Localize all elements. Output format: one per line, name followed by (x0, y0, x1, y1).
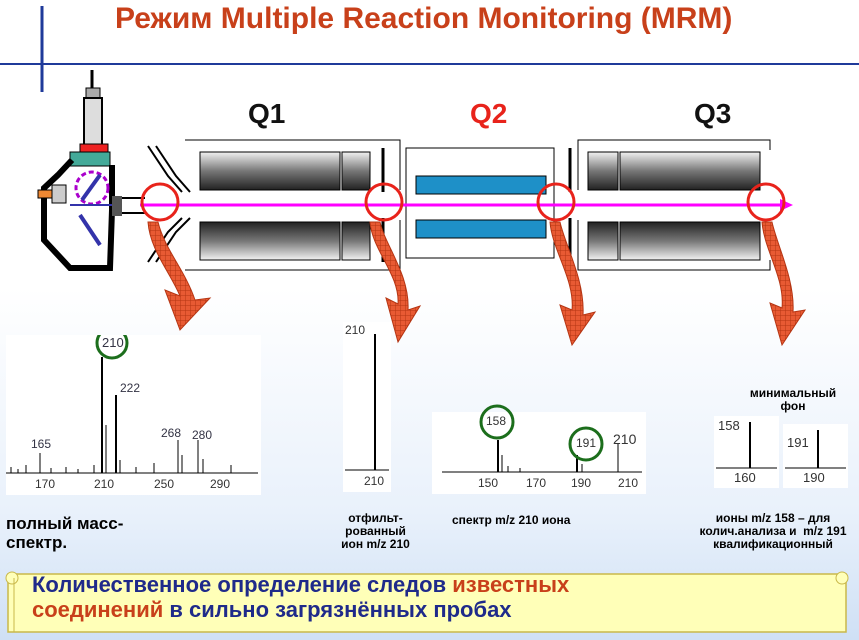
tick-290: 290 (210, 477, 231, 491)
peak-268: 268 (161, 426, 182, 440)
q2-label: Q2 (470, 98, 508, 129)
filtered-ion-label: отфильт- рованный ион m/z 210 (341, 511, 410, 551)
q3-rods (577, 139, 771, 271)
highlight-circles (140, 182, 786, 222)
full-spectrum-chart (6, 335, 258, 474)
summary-text: Количественное определение следов извест… (32, 572, 569, 622)
peak-165: 165 (31, 437, 52, 451)
product-tick-150: 150 (478, 476, 499, 490)
tick-210: 210 (94, 477, 115, 491)
mrm-channel-191 (783, 424, 848, 488)
mrm-peak-191: 191 (787, 435, 809, 450)
tick-250: 250 (154, 477, 175, 491)
summary-line1-b: известных (452, 572, 570, 597)
ion-source-icon (37, 70, 145, 271)
mrm-tick-160: 160 (734, 470, 756, 485)
product-peak-158: 158 (486, 414, 507, 428)
product-spectrum-panel (432, 412, 646, 494)
full-spectrum-panel (6, 335, 261, 495)
mrm-instrument-diagram (37, 70, 807, 347)
summary-line2-b: в сильно загрязнённых пробах (163, 597, 512, 622)
q1-label: Q1 (248, 98, 286, 129)
peak-210: 210 (102, 335, 124, 350)
filtered-peak-210: 210 (345, 323, 366, 337)
mrm-ions-label: ионы m/z 158 – для колич.анализа и m/z 1… (699, 512, 847, 551)
peak-280: 280 (192, 428, 213, 442)
mrm-tick-190: 190 (803, 470, 825, 485)
summary-line1-a: Количественное определение следов (32, 572, 453, 597)
filtered-spectrum-chart (345, 334, 389, 471)
mrm-channel-158 (714, 416, 779, 488)
summary-line2-a: соединений (32, 597, 164, 622)
q1-rods (185, 139, 401, 271)
product-spectrum-chart (442, 404, 642, 473)
product-tick-190: 190 (571, 476, 592, 490)
peak-222: 222 (120, 381, 141, 395)
full-spectrum-label: полный масс- спектр. (6, 514, 124, 552)
product-spectrum-label: спектр m/z 210 иона (452, 513, 571, 527)
filtered-tick-210: 210 (364, 474, 385, 488)
curved-arrows (147, 221, 807, 347)
page-title: Режим Multiple Reaction Monitoring (MRM) (115, 2, 733, 35)
min-background-label: минимальный фон (749, 386, 837, 413)
tick-170: 170 (35, 477, 56, 491)
summary-banner (5, 571, 849, 633)
mrm-channels-chart (716, 422, 846, 469)
q3-label: Q3 (694, 98, 732, 129)
mrm-peak-158: 158 (718, 418, 740, 433)
product-tick-210: 210 (618, 476, 639, 490)
product-tick-170: 170 (526, 476, 547, 490)
filtered-spectrum-panel (343, 322, 391, 492)
product-peak-210: 210 (613, 431, 637, 447)
product-peak-191: 191 (576, 436, 597, 450)
